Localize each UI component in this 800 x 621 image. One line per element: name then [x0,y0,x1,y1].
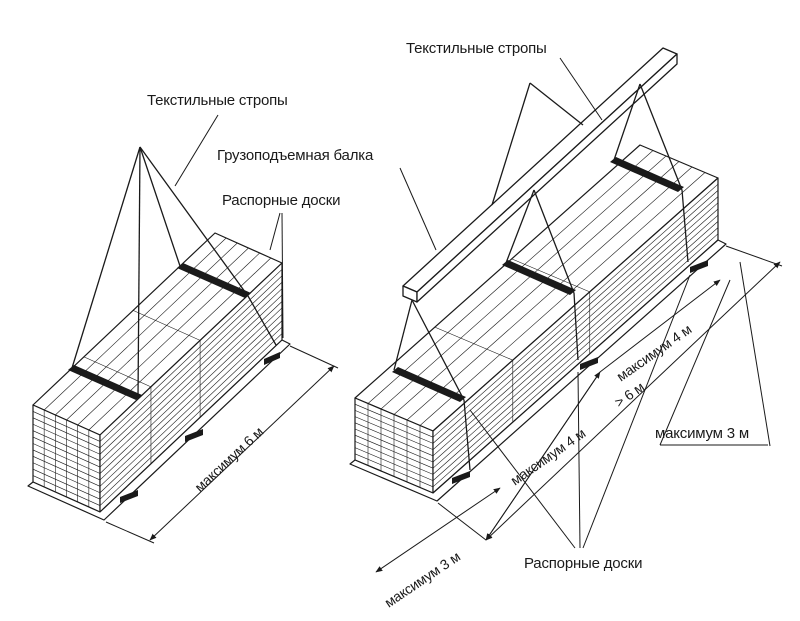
grain-line [83,356,152,388]
left-lumber-bundle [27,232,291,521]
dimension-lines [105,245,783,573]
grain-line [66,247,249,421]
right-slings [393,82,689,471]
grain-line [99,275,283,449]
lifting-beam [402,47,678,303]
left-slings [71,146,277,399]
grain-line [77,252,260,426]
grain-line [99,269,283,442]
grain-line [132,310,201,341]
grain-line [55,242,238,416]
grain-line [43,237,227,411]
